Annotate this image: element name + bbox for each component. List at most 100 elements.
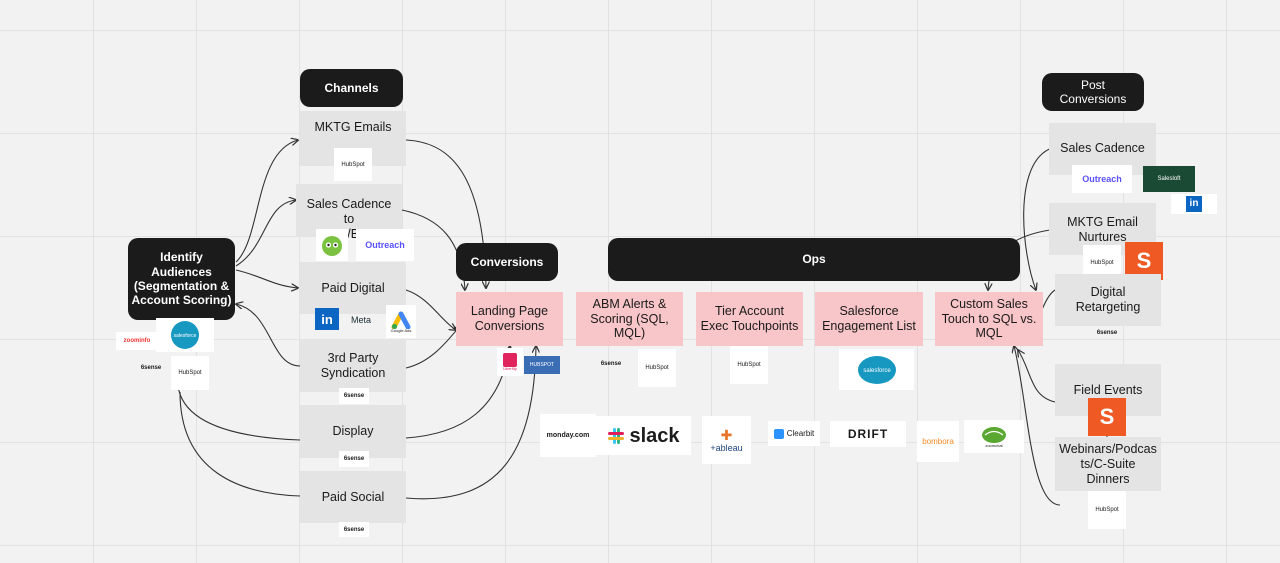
salesforce-engagement-label: Salesforce Engagement List [822, 304, 916, 333]
sense-logo-text: 6sense [140, 365, 162, 371]
tier-account-label: Tier Account Exec Touchpoints [700, 304, 799, 333]
display-label: Display [332, 424, 374, 438]
hubspot-logo: HubSpot [1088, 491, 1126, 529]
meta-logo-text: Meta [350, 314, 371, 325]
sense-logo-text: 6sense [343, 526, 365, 533]
tableau-cross-icon: ✚ [720, 426, 733, 443]
salesforce-engagement-node[interactable]: Salesforce Engagement List [815, 292, 923, 346]
outreach-logo: Outreach [356, 229, 414, 261]
mktg-email-nurtures-label: MKTG Email Nurtures [1067, 215, 1138, 244]
hubspot-logo-text: HubSpot [737, 362, 761, 368]
monday-logo: monday.com [540, 414, 596, 457]
sense-logo: 6sense [596, 356, 626, 372]
sense-logo: 6sense [339, 451, 369, 467]
zoomchat-leaf-icon [982, 426, 1006, 443]
hubspot-upper-logo-text: HUBSPOT [529, 361, 555, 368]
robot-icon [316, 229, 348, 261]
sales-cadence-label: Sales Cadence [1060, 141, 1145, 155]
sense-logo-text: 6sense [600, 361, 622, 367]
clearbit-logo: Clearbit [768, 421, 820, 446]
robot-glyph [322, 236, 342, 256]
sense-logo: 6sense [339, 522, 369, 537]
uberflip-icon [503, 353, 517, 367]
hubspot-logo-text: HubSpot [178, 370, 202, 376]
ops-header-label: Ops [802, 252, 826, 267]
hubspot-logo: HubSpot [638, 349, 676, 387]
post-conversions-header: Post Conversions [1042, 73, 1144, 111]
monday-logo-text: monday.com [546, 432, 590, 439]
hubspot-logo: HubSpot [730, 346, 768, 384]
linkedin-logo-text: in [321, 311, 333, 327]
clearbit-logo-text: Clearbit [786, 428, 815, 438]
conversions-header-label: Conversions [470, 254, 544, 269]
zoominfo-logo: zoominfo [116, 332, 158, 350]
paid-digital-label: Paid Digital [321, 280, 385, 295]
hubspot-logo: HubSpot [334, 148, 372, 181]
salesforce-cloud-icon: salesforce [171, 321, 199, 349]
sales-cadence-ab-node[interactable]: Sales Cadence to A/B [296, 184, 402, 241]
display-node[interactable]: Display [300, 405, 406, 458]
custom-sales-touch-label: Custom Sales Touch to SQL vs. MQL [941, 296, 1037, 341]
hubspot-upper-logo: HUBSPOT [524, 356, 560, 374]
salesloft-logo: Salesloft [1143, 166, 1195, 192]
linkedin-logo-text: in [1186, 196, 1202, 212]
channels-header-label: Channels [324, 80, 379, 95]
ops-header: Ops [608, 238, 1020, 281]
uberflip-logo-text: Uberflip [503, 366, 517, 371]
bombora-logo-text: bombora [922, 436, 954, 446]
mktg-emails-label: MKTG Emails [314, 120, 392, 134]
sense-logo: 6sense [132, 360, 170, 376]
zoominfo-logo-text: zoominfo [123, 338, 151, 344]
digital-retargeting-node[interactable]: Digital Retargeting [1055, 274, 1161, 326]
third-party-syndication-label: 3rd Party Syndication [320, 350, 386, 380]
zoomchat-logo: zoomchat [964, 420, 1024, 453]
hubspot-logo-text: HubSpot [645, 365, 669, 371]
tableau-logo: ✚ +ableau [702, 416, 751, 464]
webinars-node[interactable]: Webinars/Podcas ts/C-Suite Dinners [1055, 437, 1161, 491]
channels-header: Channels [300, 69, 403, 107]
abm-alerts-node[interactable]: ABM Alerts & Scoring (SQL, MQL) [576, 292, 683, 346]
sense-logo-text: 6sense [343, 393, 365, 399]
field-events-label: Field Events [1073, 382, 1143, 397]
outreach-logo-text: Outreach [365, 239, 405, 250]
uberflip-logo: Uberflip [497, 348, 523, 376]
sense-logo: 6sense [339, 388, 369, 404]
sense-logo-text: 6sense [1096, 329, 1118, 336]
conversions-header: Conversions [456, 243, 558, 281]
svg-text:salesforce: salesforce [174, 333, 197, 339]
sense-logo-text: 6sense [343, 456, 365, 462]
paid-social-node[interactable]: Paid Social [300, 471, 406, 523]
google-ads-icon [391, 311, 411, 329]
third-party-syndication-node[interactable]: 3rd Party Syndication [300, 339, 406, 392]
orange-s-logo: S [1088, 398, 1126, 436]
salesforce-cloud-icon: salesforce [857, 355, 896, 384]
orange-s-logo: S [1125, 242, 1163, 280]
hubspot-logo: HubSpot [171, 356, 209, 390]
custom-sales-touch-node[interactable]: Custom Sales Touch to SQL vs. MQL [935, 292, 1043, 346]
landing-page-conversions-node[interactable]: Landing Page Conversions [456, 292, 563, 346]
orange-s-glyph: S [1099, 404, 1115, 429]
identify-audiences-node[interactable]: Identify Audiences (Segmentation & Accou… [128, 238, 235, 320]
identify-audiences-label: Identify Audiences (Segmentation & Accou… [131, 250, 232, 308]
digital-retargeting-label: Digital Retargeting [1075, 285, 1141, 314]
tableau-logo-text: +ableau [710, 442, 743, 453]
hubspot-logo-text: HubSpot [1095, 507, 1119, 513]
google-ads-logo-text: Google Ads [390, 327, 412, 333]
slack-logo-text: slack [629, 424, 680, 447]
drift-logo-text: DRIFT [847, 427, 889, 441]
clearbit-square-icon [773, 428, 784, 439]
meta-logo: Meta [343, 310, 379, 330]
salesforce-logo: salesforce [156, 318, 214, 352]
svg-text:salesforce: salesforce [863, 368, 891, 374]
outreach-logo-text: Outreach [1082, 173, 1122, 184]
abm-alerts-label: ABM Alerts & Scoring (SQL, MQL) [590, 296, 669, 341]
hubspot-logo-text: HubSpot [1090, 259, 1114, 266]
drift-logo: DRIFT [830, 421, 906, 447]
hubspot-logo-text: HubSpot [341, 161, 365, 168]
landing-page-conversions-label: Landing Page Conversions [470, 304, 549, 333]
zoomchat-logo-text: zoomchat [985, 442, 1003, 448]
tier-account-node[interactable]: Tier Account Exec Touchpoints [696, 292, 803, 346]
linkedin-logo: in [315, 308, 339, 330]
webinars-label: Webinars/Podcas ts/C-Suite Dinners [1059, 441, 1157, 486]
bombora-logo: bombora [917, 421, 959, 462]
